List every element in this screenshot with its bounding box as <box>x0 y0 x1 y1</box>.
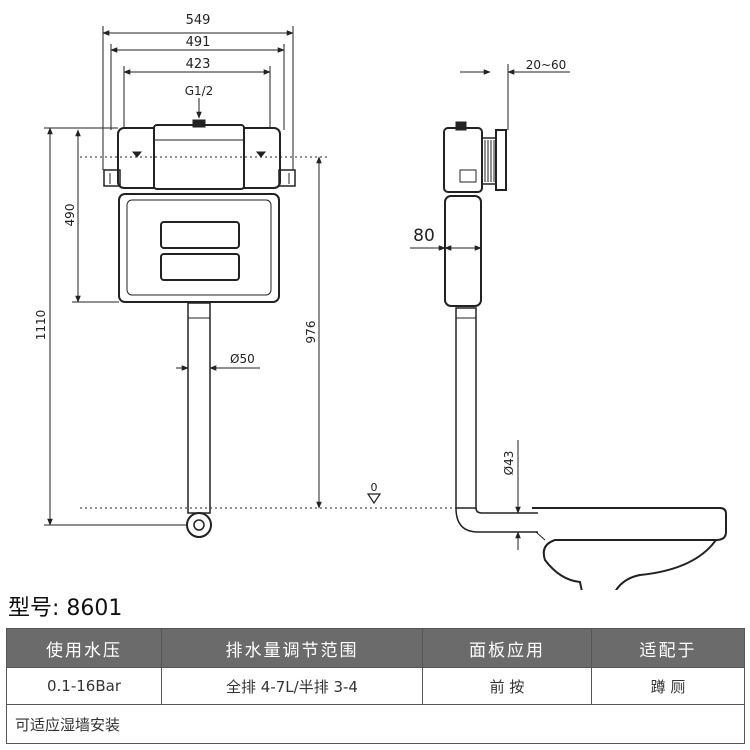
header-panel: 面板应用 <box>422 628 592 668</box>
label-20-60: 20~60 <box>526 58 567 72</box>
model-number: 型号: 8601 <box>8 596 123 621</box>
panel-lower <box>160 253 240 281</box>
label-zero: 0 <box>371 481 378 494</box>
label-423: 423 <box>186 57 211 72</box>
panel-upper <box>160 221 240 249</box>
label-976: 976 <box>304 321 318 344</box>
bracket-left <box>103 169 121 187</box>
table-note-row: 可适应湿墙安装 <box>6 704 745 744</box>
cell-panel: 前 按 <box>422 667 592 705</box>
squat-toilet <box>532 507 727 590</box>
side-pipe <box>455 307 477 509</box>
cell-flush-volume: 全排 4-7L/半排 3-4 <box>161 667 423 705</box>
cell-compatible: 蹲 厕 <box>591 667 745 705</box>
cell-water-pressure: 0.1-16Bar <box>6 667 162 705</box>
side-view <box>410 64 727 590</box>
table-row: 0.1-16Bar 全排 4-7L/半排 3-4 前 按 蹲 厕 <box>6 667 745 705</box>
header-water-pressure: 使用水压 <box>6 628 162 668</box>
header-flush-volume: 排水量调节范围 <box>161 628 423 668</box>
label-1110: 1110 <box>34 310 48 341</box>
flush-pipe <box>187 302 211 514</box>
spec-table: 使用水压 排水量调节范围 面板应用 适配于 0.1-16Bar 全排 4-7L/… <box>6 628 745 744</box>
label-80: 80 <box>413 226 435 246</box>
dim-491 <box>110 44 285 130</box>
label-549: 549 <box>186 13 211 28</box>
dim-549 <box>102 26 294 170</box>
inlet-cap <box>192 119 206 128</box>
label-490: 490 <box>63 204 77 227</box>
dim-1110 <box>44 127 188 526</box>
label-pipe-43: Ø43 <box>502 451 516 476</box>
wall-plate <box>495 129 507 191</box>
cistern-tank <box>118 193 280 303</box>
side-tank <box>444 195 482 307</box>
dim-423 <box>123 66 271 128</box>
label-pipe-50: Ø50 <box>230 352 255 366</box>
label-inlet: G1/2 <box>185 84 214 98</box>
label-491: 491 <box>186 35 211 50</box>
dim-490 <box>72 129 119 303</box>
pipe-outlet <box>186 512 212 538</box>
cell-note: 可适应湿墙安装 <box>6 704 745 744</box>
table-header-row: 使用水压 排水量调节范围 面板应用 适配于 <box>6 628 745 668</box>
header-compatible: 适配于 <box>591 628 745 668</box>
front-view <box>44 26 465 538</box>
technical-drawing: 549 491 423 G1/2 490 1110 976 Ø50 0 <box>34 13 727 590</box>
bracket-right <box>278 169 296 187</box>
